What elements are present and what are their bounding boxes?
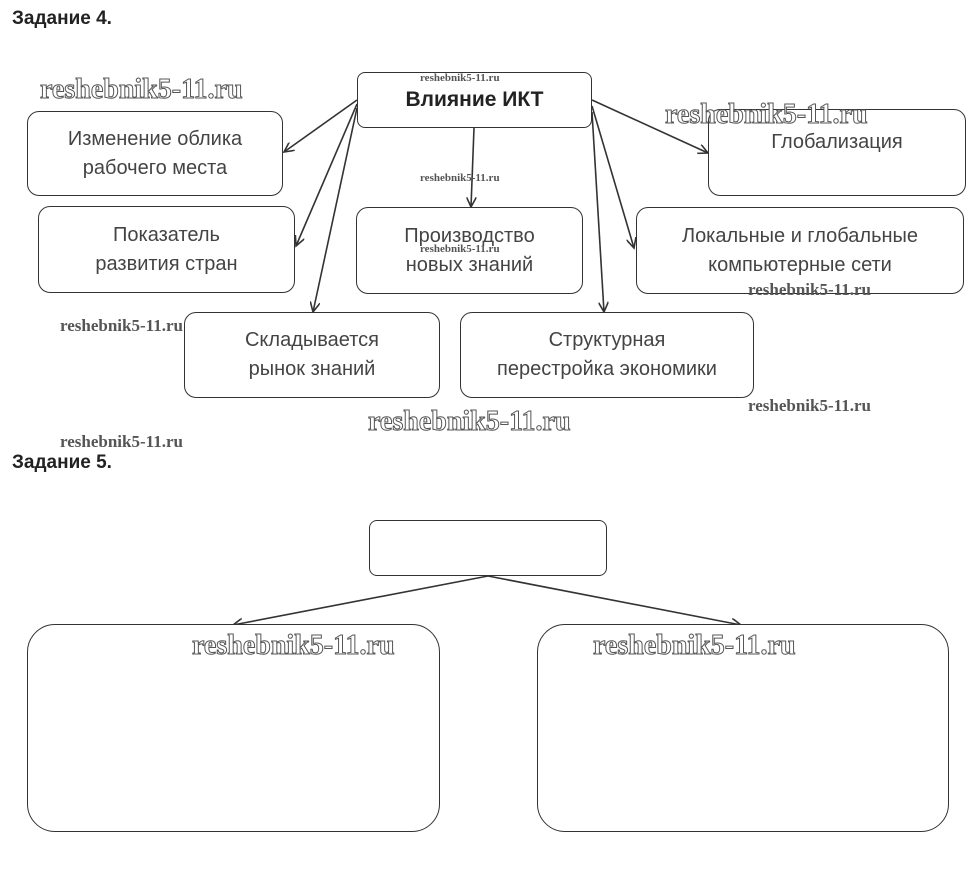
root-node: Влияние ИКТ <box>357 72 592 128</box>
watermark: reshebnik5-11.ru <box>60 316 183 335</box>
watermark: reshebnik5-11.ru <box>192 630 396 662</box>
arrow-to-restructuring <box>591 111 604 312</box>
node-economy-restructuring: Структурная перестройка экономики <box>460 312 754 398</box>
node-networks-label: Локальные и глобальные компьютерные сети <box>681 224 919 276</box>
arrow-task5-right <box>487 575 741 625</box>
watermark: reshebnik5-11.ru <box>420 72 500 84</box>
watermark: reshebnik5-11.ru <box>40 74 244 106</box>
node-development-indicator-label: Показатель развития стран <box>95 223 238 275</box>
node-economy-restructuring-label: Структурная перестройка экономики <box>497 329 717 380</box>
watermark: reshebnik5-11.ru <box>420 172 500 184</box>
watermark: reshebnik5-11.ru <box>748 396 871 415</box>
watermark: reshebnik5-11.ru <box>60 432 183 451</box>
arrow-task5-left <box>233 575 489 625</box>
watermark: reshebnik5-11.ru <box>748 280 871 299</box>
task5-left-box <box>27 624 440 832</box>
arrow-to-market <box>313 107 358 312</box>
node-development-indicator: Показатель развития стран <box>38 206 295 293</box>
arrow-to-globalization <box>591 99 708 153</box>
watermark: reshebnik5-11.ru <box>420 243 500 255</box>
arrow-to-indicator <box>296 103 358 246</box>
watermark: reshebnik5-11.ru <box>593 630 797 662</box>
node-workplace-label: Изменение облика рабочего места <box>67 127 243 179</box>
watermark: reshebnik5-11.ru <box>665 99 869 131</box>
task4-heading: Задание 4. <box>12 8 112 29</box>
watermark: reshebnik5-11.ru <box>368 406 572 438</box>
arrow-to-networks <box>591 105 634 248</box>
task5-heading: Задание 5. <box>12 452 112 473</box>
task5-root-box <box>369 520 607 576</box>
node-globalization-label: Глобализация <box>771 131 903 153</box>
node-globalization: Глобализация <box>708 109 966 196</box>
arrow-to-production <box>471 127 474 207</box>
root-node-label: Влияние ИКТ <box>405 87 544 111</box>
node-knowledge-market-label: Складывается рынок знаний <box>244 329 379 380</box>
node-workplace: Изменение облика рабочего места <box>27 111 283 196</box>
task5-right-box <box>537 624 949 832</box>
arrow-to-workplace <box>284 99 358 152</box>
node-knowledge-production: Производство новых знаний <box>356 207 583 294</box>
node-networks: Локальные и глобальные компьютерные сети <box>636 207 964 294</box>
node-knowledge-market: Складывается рынок знаний <box>184 312 440 398</box>
node-knowledge-production-label: Производство новых знаний <box>404 224 535 276</box>
